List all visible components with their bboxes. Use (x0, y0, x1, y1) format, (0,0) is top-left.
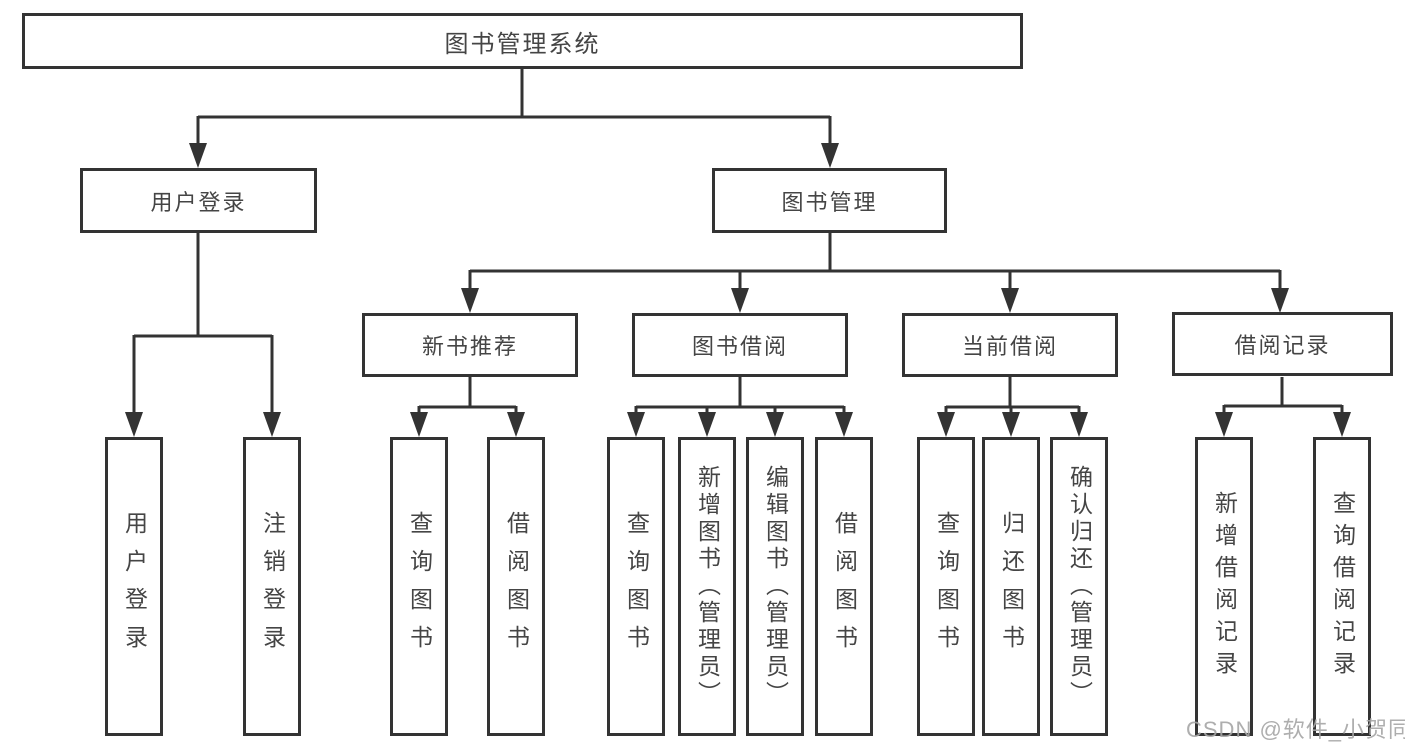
leaf-query-book-current: 查询图书 (917, 437, 975, 736)
leaf-confirm-return-admin: 确认归还（管理员） (1050, 437, 1108, 736)
node-label: 图书管理系统 (444, 30, 601, 58)
node-label: 用户登录 (150, 189, 247, 215)
leaf-label: 确认归还（管理员） (1066, 465, 1093, 708)
node-label: 图书借阅 (691, 334, 788, 359)
leaf-label: 归还图书 (998, 510, 1025, 663)
node-current-borrow: 当前借阅 (902, 313, 1118, 377)
node-label: 图书管理 (781, 189, 878, 215)
leaf-label: 借阅图书 (831, 510, 858, 663)
leaf-query-book-borrow: 查询图书 (607, 437, 665, 736)
leaf-label: 查询借阅记录 (1329, 490, 1356, 683)
leaf-label: 查询图书 (933, 510, 960, 663)
leaf-query-borrow-record: 查询借阅记录 (1313, 437, 1371, 736)
node-new-book-recommend: 新书推荐 (362, 313, 578, 377)
connector-stems (132, 69, 1344, 416)
leaf-query-book-recommend: 查询图书 (390, 437, 448, 736)
node-user-login: 用户登录 (80, 168, 317, 233)
node-book-borrow: 图书借阅 (632, 313, 848, 377)
leaf-label: 新增借阅记录 (1211, 490, 1238, 683)
leaf-label: 编辑图书（管理员） (762, 465, 789, 708)
leaf-label: 查询图书 (406, 510, 433, 663)
leaf-borrow-book-recommend: 借阅图书 (487, 437, 545, 736)
leaf-label: 查询图书 (623, 510, 650, 663)
csdn-watermark: CSDN @软件_小贺同学 (1186, 717, 1405, 742)
leaf-label: 新增图书（管理员） (694, 465, 721, 708)
leaf-return-book: 归还图书 (982, 437, 1040, 736)
node-borrow-records: 借阅记录 (1172, 312, 1393, 376)
leaf-add-borrow-record: 新增借阅记录 (1195, 437, 1253, 736)
node-label: 借阅记录 (1234, 333, 1331, 358)
leaf-label: 借阅图书 (503, 510, 530, 663)
node-label: 当前借阅 (961, 334, 1058, 359)
node-library-management-system: 图书管理系统 (22, 13, 1023, 69)
leaf-add-book-admin: 新增图书（管理员） (678, 437, 736, 736)
leaf-label: 用户登录 (121, 510, 148, 663)
node-label: 新书推荐 (421, 334, 518, 359)
connector-arrowheads (125, 143, 1351, 437)
leaf-edit-book-admin: 编辑图书（管理员） (746, 437, 804, 736)
leaf-label: 注销登录 (259, 510, 286, 663)
leaf-logout: 注销登录 (243, 437, 301, 736)
leaf-borrow-book: 借阅图书 (815, 437, 873, 736)
node-book-management: 图书管理 (712, 168, 947, 233)
leaf-user-login: 用户登录 (105, 437, 163, 736)
